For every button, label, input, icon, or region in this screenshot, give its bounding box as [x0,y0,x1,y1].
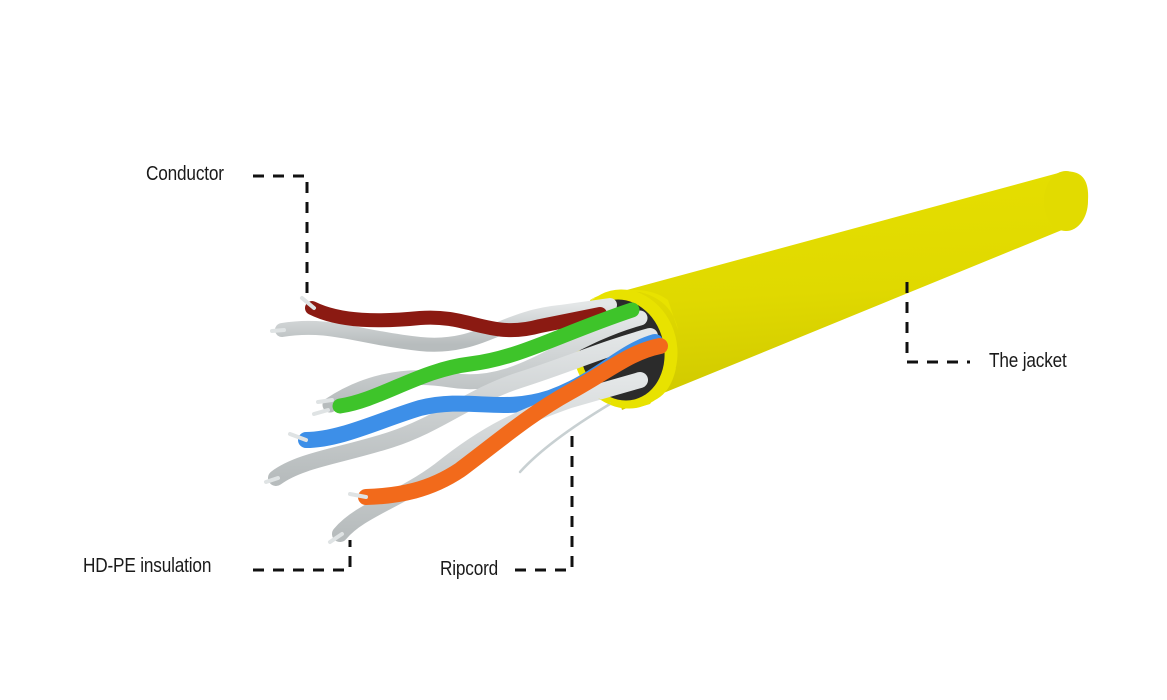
conductor-tip [348,492,368,499]
green-wire [332,302,640,414]
conductor-tip [316,398,334,404]
jacket-front-lip-bottom [598,368,676,408]
conductor-label: Conductor [146,163,224,185]
conductor-tip [264,476,280,484]
conductor-tip [312,408,330,416]
orange-wire [358,338,668,505]
twisted-pairs [264,296,668,544]
ripcord-label: Ripcord [440,558,499,580]
brown-pair [270,296,617,352]
green-pair [312,302,648,416]
conductor-tip [300,296,316,310]
conductor-tip [328,532,344,544]
jacket-label: The jacket [989,350,1067,372]
insulation-label: HD-PE insulation [83,555,212,577]
ripcord-thread [518,402,612,474]
conductor-tip [270,328,286,333]
brown-wire [305,301,607,338]
insulation-leader-line [253,540,352,572]
jacket-leader-line [905,282,970,364]
leader-lines [253,174,970,572]
white-green-wire [322,310,648,413]
conductor-tip [288,432,308,442]
orange-pair [328,338,668,544]
conductor-leader-line [253,174,309,298]
jacket-far-end [1044,171,1088,231]
white-brown-wire [275,298,617,352]
jacket-body [590,171,1089,410]
